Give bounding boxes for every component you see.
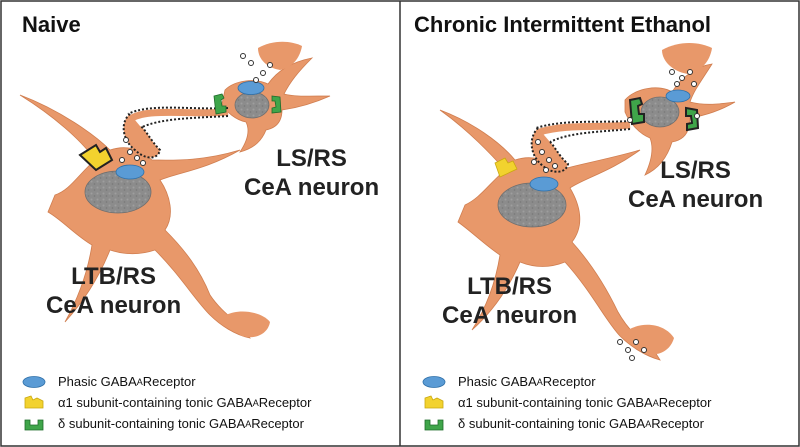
naive-synaptic-terminal <box>122 113 162 159</box>
cie-gaba-vesicles <box>531 69 700 361</box>
ltb-label-line2: CeA neuron <box>442 302 578 329</box>
cie-ls-axon-outline-inner <box>549 128 631 143</box>
panel-title-naive: Naive <box>22 12 81 37</box>
ltb-label-line1: LTB/RS <box>467 273 552 300</box>
cie-ls-axon <box>538 121 631 136</box>
cie-ltb-axon-terminal <box>628 324 674 355</box>
cie-ltb-neuron-body <box>439 109 661 361</box>
cie-phasic-receptor-ltb <box>529 176 559 192</box>
phasic-receptor-icon <box>22 376 46 388</box>
naive-alpha1-receptor <box>78 143 114 172</box>
naive-gaba-vesicles <box>119 53 273 166</box>
ltb-neuron-label-naive: LTB/RS CeA neuron <box>46 262 181 320</box>
alpha1-tonic-receptor-icon <box>424 395 444 409</box>
ls-axon <box>130 108 229 122</box>
cie-ltb-nucleus <box>497 182 567 228</box>
ltb-nucleus <box>84 170 152 214</box>
ltb-neuron-label-cie: LTB/RS CeA neuron <box>442 272 577 330</box>
cie-phasic-receptor-ls <box>665 89 691 103</box>
ls-neuron-label-naive: LS/RS CeA neuron <box>244 144 379 202</box>
ls-neuron-label-cie: LS/RS CeA neuron <box>628 156 763 214</box>
ltb-label-line1: LTB/RS <box>71 263 156 290</box>
naive-phasic-receptor-ls <box>237 81 265 95</box>
cie-ls-nucleus <box>640 96 680 128</box>
cie-alpha1-receptor <box>494 157 518 178</box>
naive-delta-receptor-right <box>271 95 282 114</box>
ltb-neuron-body <box>19 94 251 339</box>
naive-delta-receptor-left <box>213 93 227 115</box>
panel-naive <box>19 41 331 339</box>
ls-nucleus <box>234 91 270 119</box>
ls-axon-outline-inner <box>139 115 229 129</box>
delta-tonic-receptor-icon <box>424 419 444 431</box>
panel-title-cie: Chronic Intermittent Ethanol <box>414 12 711 37</box>
phasic-receptor-icon <box>422 376 446 388</box>
ls-label-line2: CeA neuron <box>628 186 764 213</box>
legend-icons-right <box>422 376 446 431</box>
legend-icons-left <box>22 376 46 431</box>
ls-label-line1: LS/RS <box>276 145 347 172</box>
cie-ls-axon-outline <box>535 120 631 129</box>
delta-tonic-receptor-icon <box>24 419 44 431</box>
ls-label-line1: LS/RS <box>660 157 731 184</box>
naive-phasic-receptor-ltb <box>115 164 145 180</box>
cie-delta-receptor-left <box>628 96 645 126</box>
ltb-axon-terminal <box>226 311 270 338</box>
panel-cie <box>439 43 736 361</box>
ls-label-line2: CeA neuron <box>244 174 380 201</box>
ltb-label-line2: CeA neuron <box>46 292 182 319</box>
alpha1-tonic-receptor-icon <box>24 395 44 409</box>
cie-ls-top-terminal <box>662 43 712 74</box>
cie-synaptic-terminal <box>530 127 570 173</box>
